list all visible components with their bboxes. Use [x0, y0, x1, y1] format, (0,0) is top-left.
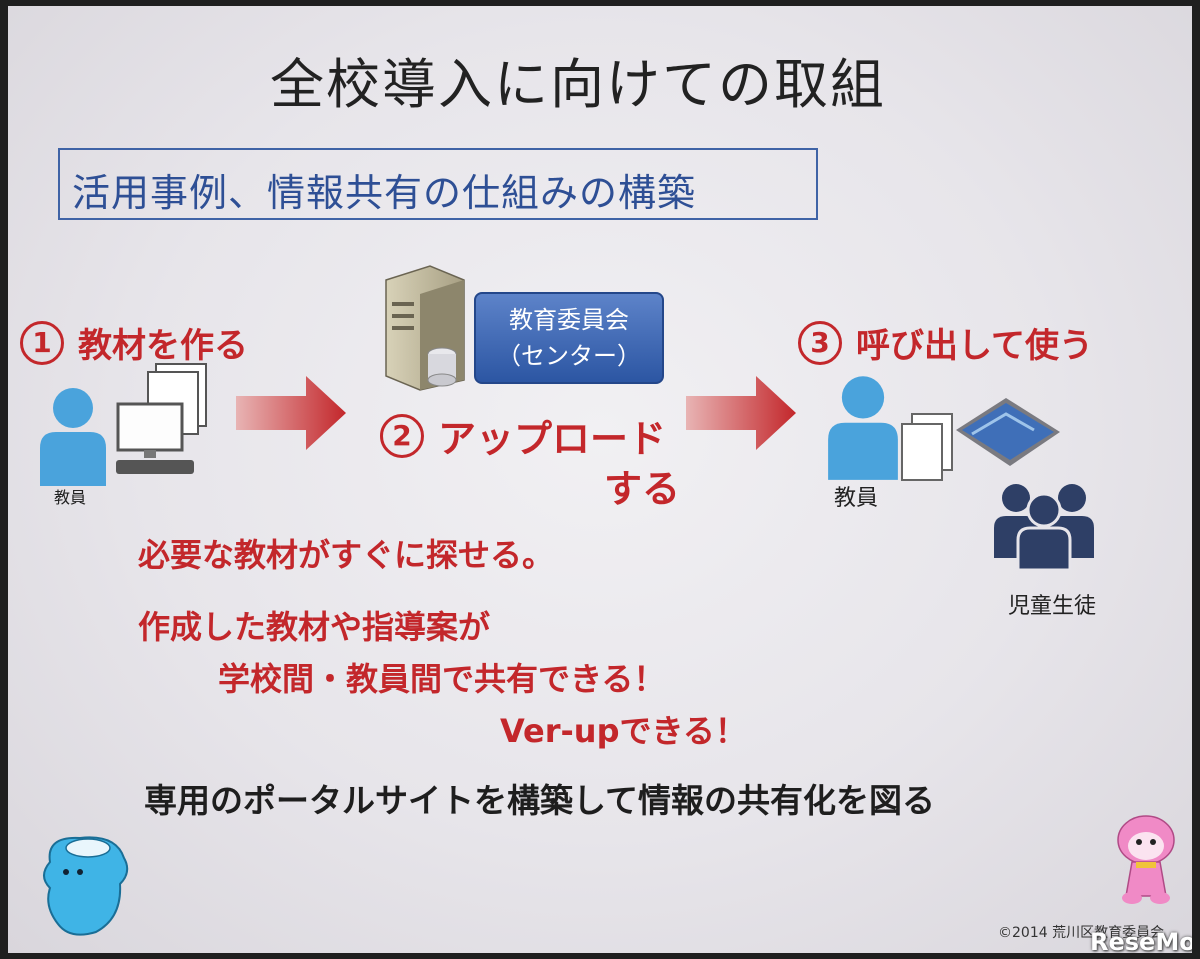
computer-documents-icon [116, 363, 207, 474]
teacher-left-label: 教員 [54, 488, 87, 507]
benefit-shared-line1: 作成した教材や指導案が [138, 608, 491, 646]
teacher-right-label: 教員 [834, 486, 879, 511]
step-2-heading: 2 アップロード [380, 408, 666, 463]
benefit-search: 必要な教材がすぐに探せる。 [138, 536, 555, 574]
step-1-label: 教材を作る [78, 326, 248, 366]
step-3-heading: 3 呼び出して使う [798, 318, 1093, 367]
students-label: 児童生徒 [1008, 594, 1097, 619]
arrow-right-icon [236, 376, 346, 450]
copyright-text: ©2014 荒川区教育委員会 [998, 925, 1165, 941]
subtitle-box: 活用事例、情報共有の仕組みの構築 [58, 148, 818, 220]
step-1-number: 1 [20, 320, 64, 365]
blue-mascot-icon [43, 836, 129, 936]
documents-tablet-icon [901, 398, 1060, 481]
education-board-box: 教育委員会 （センター） [474, 292, 664, 384]
slide-title: 全校導入に向けての取組 [270, 53, 886, 116]
education-board-line2: （センター） [497, 342, 641, 370]
step-3-label: 呼び出して使う [856, 326, 1093, 366]
teacher-person-icon [828, 376, 898, 480]
step-2-label-line2: する [604, 467, 681, 511]
summary-text: 専用のポータルサイトを構築して情報の共有化を図る [144, 781, 936, 820]
benefit-shared-line2: 学校間・教員間で共有できる！ [218, 660, 666, 698]
education-board-line1: 教育委員会 [509, 306, 629, 334]
watermark-text: ReseMom [1090, 928, 1192, 953]
step-3-number: 3 [798, 320, 842, 365]
subtitle-text: 活用事例、情報共有の仕組みの構築 [72, 171, 697, 215]
step-1-heading: 1 教材を作る [20, 318, 248, 367]
server-icon [385, 265, 465, 391]
step-2-number: 2 [380, 413, 424, 458]
teacher-person-icon [40, 388, 106, 486]
students-group-icon [994, 484, 1094, 570]
step-2-label-line1: アップロード [438, 417, 667, 461]
slide: 全校導入に向けての取組 活用事例、情報共有の仕組みの構築 1 教材を作る 教員 [8, 6, 1192, 953]
arrow-right-icon [686, 376, 796, 450]
pink-mascot-icon [1117, 815, 1175, 904]
benefit-version-up: Ver-upできる！ [500, 712, 747, 750]
